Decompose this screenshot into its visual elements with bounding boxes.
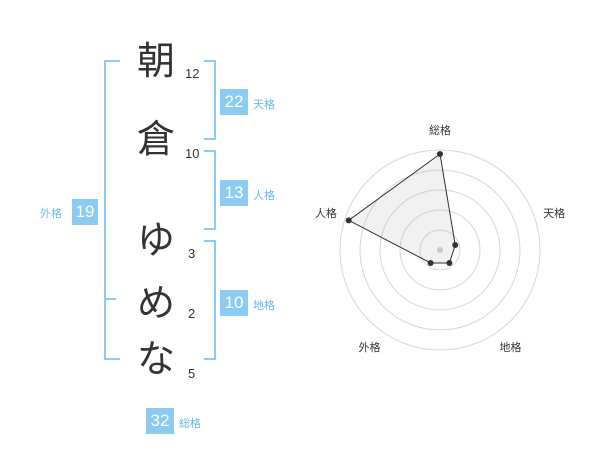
stroke-count-2: 10 [185, 146, 200, 161]
sou-label: 総格 [179, 417, 201, 430]
name-char-3: ゆ [136, 218, 175, 262]
chi-score: 10 [220, 290, 248, 316]
radar-ring-4 [359, 169, 521, 331]
radar-ring-5 [339, 149, 541, 351]
stroke-count-5: 5 [188, 366, 196, 381]
name-char-2: 倉 [136, 117, 175, 161]
radar-ring-2 [399, 209, 481, 291]
radar-center [437, 247, 443, 253]
radar-point-3 [446, 259, 453, 266]
jin-bracket [204, 150, 216, 230]
radar-ring-3 [379, 189, 501, 311]
radar-point-5 [345, 217, 352, 224]
radar-polygon [347, 153, 456, 264]
name-char-1: 朝 [136, 39, 175, 83]
radar-point-4 [427, 259, 434, 266]
name-char-4: め [136, 281, 175, 325]
stroke-count-1: 12 [185, 66, 200, 81]
ten-bracket [204, 60, 216, 140]
radar-point-1 [437, 151, 443, 157]
radar-axis-label-5: 人格 [315, 206, 337, 220]
radar-axis-label-1: 総格 [429, 123, 451, 137]
outer-bracket [104, 60, 120, 360]
ten-score: 22 [220, 89, 248, 115]
chi-label: 地格 [253, 299, 275, 312]
stroke-count-3: 3 [188, 246, 196, 261]
jin-score: 13 [220, 180, 248, 206]
gai-label: 外格 [40, 207, 62, 220]
stroke-count-4: 2 [188, 306, 196, 321]
jin-label: 人格 [253, 189, 275, 202]
radar-axis-label-3: 地格 [500, 340, 522, 354]
sou-score: 32 [146, 408, 174, 434]
ten-label: 天格 [253, 98, 275, 111]
radar-axis-label-4: 外格 [358, 340, 380, 354]
radar-axis-label-2: 天格 [543, 206, 565, 220]
name-char-5: な [136, 337, 175, 381]
chi-bracket [204, 240, 216, 360]
outer-bracket-tick [104, 298, 116, 300]
gai-score: 19 [72, 199, 98, 225]
radar-point-2 [452, 242, 459, 249]
radar-ring-1 [419, 229, 461, 271]
